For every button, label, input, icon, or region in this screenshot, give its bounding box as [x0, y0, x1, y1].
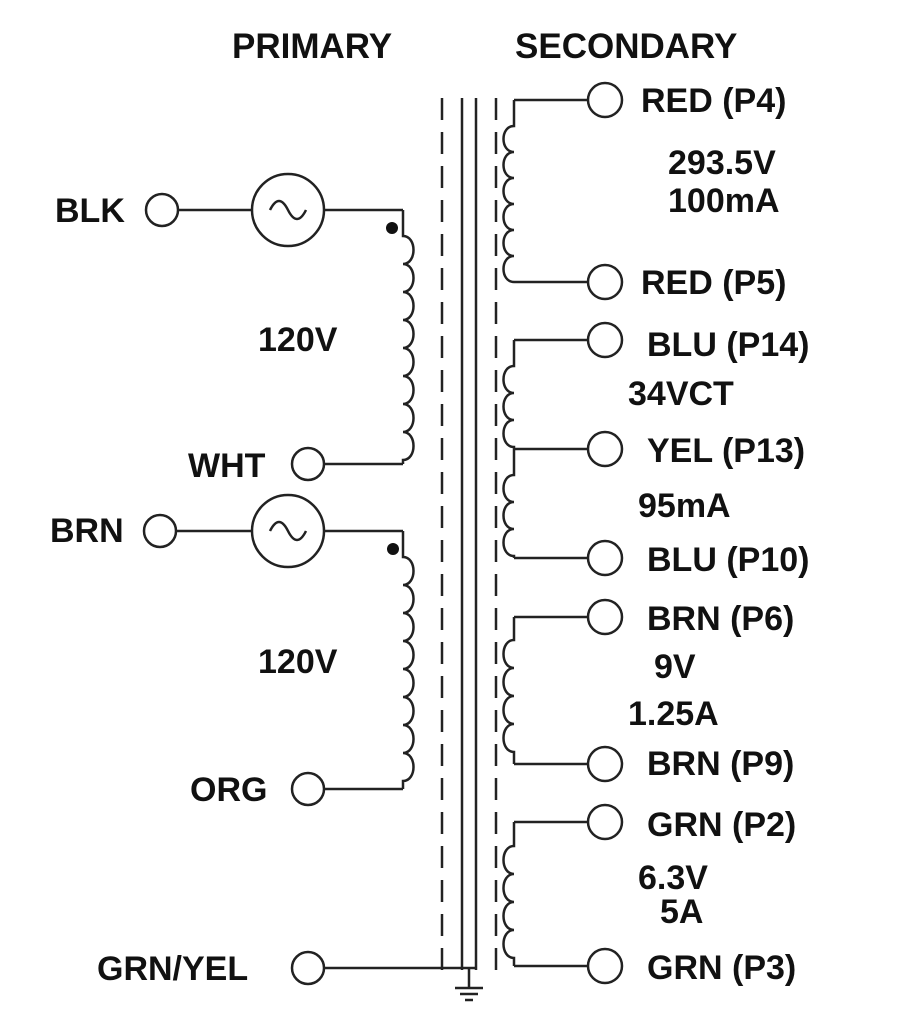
- terminal-brn-p9: [586, 745, 624, 783]
- lv1-current: 1.25A: [628, 695, 719, 733]
- label-red-p4: RED (P4): [641, 82, 786, 120]
- terminal-grn-p2: [586, 803, 624, 841]
- polarity-dot: [387, 543, 399, 555]
- terminal-red-p4: [586, 81, 624, 119]
- label-grn-p2: GRN (P2): [647, 806, 796, 844]
- terminal-grn-p3: [586, 947, 624, 985]
- hv-current: 100mA: [668, 182, 780, 220]
- label-blu-p14: BLU (P14): [647, 326, 809, 364]
- secondary-winding-blu-upper: [502, 340, 516, 449]
- terminal-blu-p14: [586, 321, 624, 359]
- primary-1-voltage: 120V: [258, 321, 338, 359]
- lv2-current: 5A: [660, 893, 703, 931]
- primary-winding-1: [401, 210, 415, 464]
- ac-source-icon: [250, 493, 326, 569]
- polarity-dot: [386, 222, 398, 234]
- terminal-label-org: ORG: [190, 771, 267, 809]
- terminal-brn: [142, 513, 178, 549]
- lv1-voltage: 9V: [654, 648, 696, 686]
- secondary-winding-brn: [502, 617, 516, 764]
- ground-icon: [455, 968, 483, 1002]
- terminal-label-wht: WHT: [188, 447, 266, 485]
- primary-winding-2: [401, 531, 415, 789]
- terminal-grn-yel: [290, 950, 326, 986]
- primary-header: PRIMARY: [232, 27, 392, 66]
- terminal-blk: [144, 192, 180, 228]
- label-red-p5: RED (P5): [641, 264, 786, 302]
- label-grn-p3: GRN (P3): [647, 949, 796, 987]
- ct-voltage: 34VCT: [628, 375, 734, 413]
- secondary-winding-red: [502, 100, 516, 284]
- terminal-label-grn-yel: GRN/YEL: [97, 950, 248, 988]
- label-yel-p13: YEL (P13): [647, 432, 805, 470]
- terminal-wht: [290, 446, 326, 482]
- transformer-core: [460, 98, 478, 970]
- primary-2-voltage: 120V: [258, 643, 338, 681]
- terminal-org: [290, 771, 326, 807]
- secondary-header: SECONDARY: [515, 27, 737, 66]
- lv2-voltage: 6.3V: [638, 859, 708, 897]
- label-blu-p10: BLU (P10): [647, 541, 809, 579]
- label-brn-p9: BRN (P9): [647, 745, 794, 783]
- terminal-brn-p6: [586, 598, 624, 636]
- terminal-red-p5: [586, 263, 624, 301]
- terminal-blu-p10: [586, 539, 624, 577]
- ac-source-icon: [250, 172, 326, 248]
- terminal-label-brn: BRN: [50, 512, 124, 550]
- terminal-yel-p13: [586, 430, 624, 468]
- secondary-winding-blu-lower: [502, 449, 516, 558]
- ct-current: 95mA: [638, 487, 731, 525]
- label-brn-p6: BRN (P6): [647, 600, 794, 638]
- terminal-label-blk: BLK: [55, 192, 125, 230]
- secondary-winding-grn: [502, 822, 516, 966]
- hv-voltage: 293.5V: [668, 144, 776, 182]
